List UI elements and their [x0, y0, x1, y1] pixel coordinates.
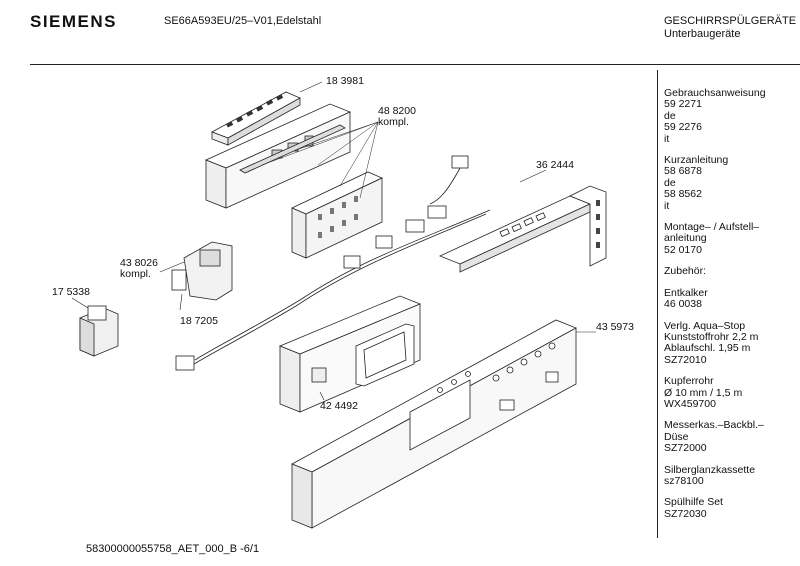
appliance-category: GESCHIRRSPÜLGERÄTE Unterbaugeräte	[664, 15, 796, 41]
label-42-4492: 42 4492	[320, 400, 358, 412]
sidebar-divider	[657, 70, 658, 538]
part-control-module	[204, 103, 383, 259]
accessory-line: Ablaufschl. 1,95 m	[664, 342, 751, 355]
accessory-line: it	[664, 199, 670, 212]
accessory-line: 46 0038	[664, 298, 702, 311]
category-title: GESCHIRRSPÜLGERÄTE	[664, 15, 797, 27]
brand-logo: SIEMENS	[30, 12, 118, 31]
accessory-line: 58 6878	[664, 165, 702, 178]
accessory-line: de	[664, 176, 676, 189]
accessory-line: 58 8562	[664, 188, 702, 201]
accessory-line: Entkalker	[664, 286, 708, 299]
part-keypad-strip	[211, 81, 323, 146]
label-43-5973: 43 5973	[596, 321, 634, 333]
header-divider	[30, 64, 800, 65]
label-36-2444: 36 2444	[536, 159, 574, 171]
accessory-line: 52 0170	[664, 243, 702, 256]
part-wiring-harness	[175, 155, 607, 371]
accessory-line: Messerkas.–Backbl.–	[664, 419, 764, 432]
accessory-line: Kupferrohr	[664, 375, 714, 388]
label-43-8026-note: kompl.	[120, 268, 151, 280]
label-43-8026: 43 8026 kompl.	[120, 258, 158, 280]
label-48-8200: 48 8200 kompl.	[378, 106, 416, 128]
accessory-line: Kurzanleitung	[664, 154, 729, 167]
part-inner-panel	[278, 295, 422, 413]
label-48-8200-note: kompl.	[378, 116, 409, 128]
accessory-line: 59 2276	[664, 121, 702, 134]
accessory-line: SZ72000	[664, 442, 707, 455]
document-id: 58300000055758_AET_000_B -6/1	[86, 543, 260, 555]
category-subtitle: Unterbaugeräte	[664, 28, 741, 40]
accessory-line: sz78100	[664, 474, 704, 487]
accessory-line: Verlg. Aqua–Stop	[664, 319, 746, 332]
accessory-line: Ø 10 mm / 1,5 m	[664, 386, 743, 399]
model-designation: SE66A593EU/25–V01,Edelstahl	[164, 15, 322, 27]
accessory-line: Spülhilfe Set	[664, 496, 723, 509]
accessory-line: de	[664, 109, 676, 122]
accessory-block: Zubehör:	[664, 265, 798, 278]
label-18-7205: 18 7205	[180, 315, 218, 327]
accessory-line: Düse	[664, 430, 689, 443]
accessory-line: Silberglanzkassette	[664, 463, 756, 476]
accessory-line: it	[664, 132, 670, 145]
accessory-line: WX459700	[664, 397, 716, 410]
accessory-line: SZ72030	[664, 507, 707, 520]
accessory-line: SZ72010	[664, 353, 707, 366]
accessory-line: Kunststoffrohr 2,2 m	[664, 330, 759, 343]
accessory-line: 59 2271	[664, 98, 702, 111]
label-43-8026-number: 43 8026	[120, 257, 158, 269]
part-pump-assembly	[159, 241, 233, 311]
label-17-5338: 17 5338	[52, 286, 90, 298]
accessory-line: Montage– / Aufstell–	[664, 221, 760, 234]
accessory-line: Gebrauchsanweisung	[664, 87, 766, 99]
accessory-line: anleitung	[664, 232, 707, 245]
part-relay-block	[71, 297, 119, 357]
label-48-8200-number: 48 8200	[378, 105, 416, 117]
accessory-line: Zubehör:	[664, 265, 707, 278]
label-18-3981: 18 3981	[326, 75, 364, 87]
part-control-panel	[291, 319, 596, 529]
